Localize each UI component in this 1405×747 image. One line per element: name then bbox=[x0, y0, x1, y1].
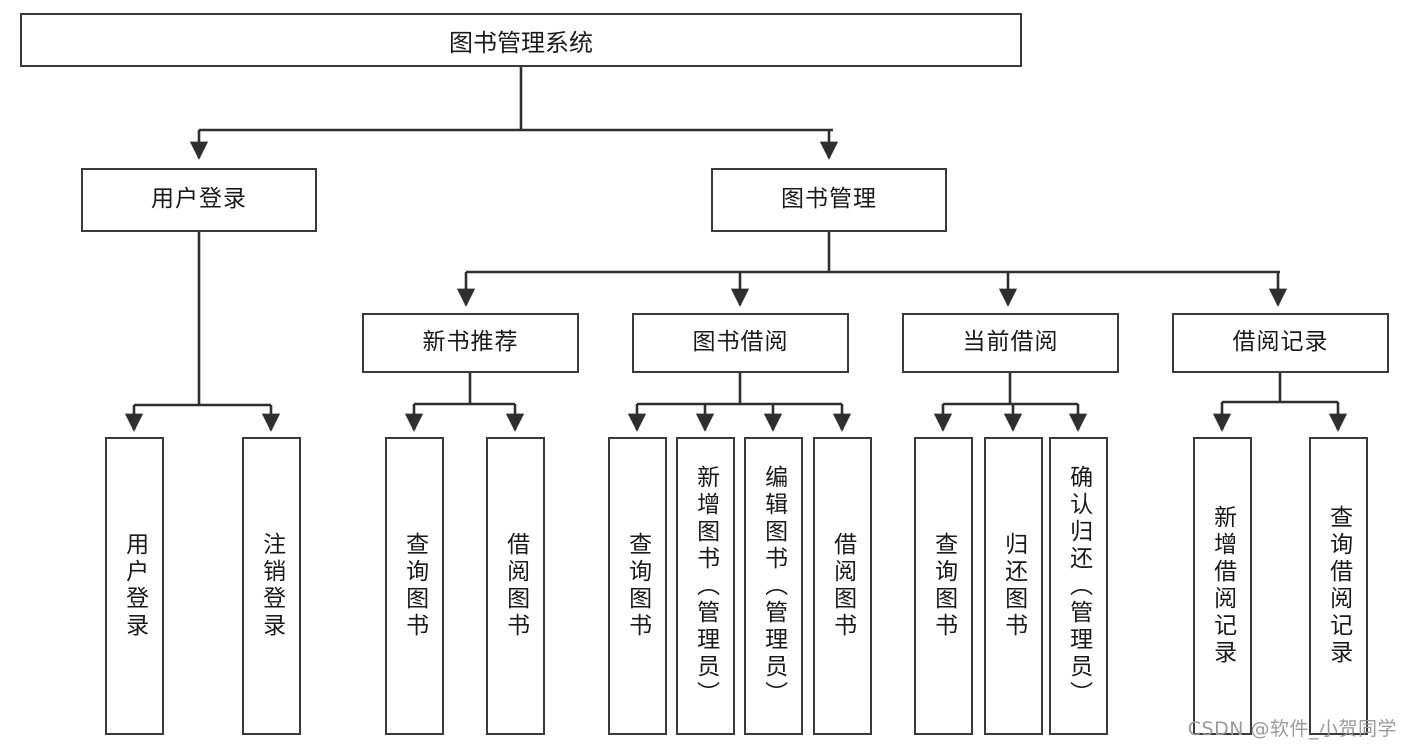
node-label: 用户登录 bbox=[151, 186, 247, 213]
leaf-borrow-borrow-book[interactable]: 借阅图书 bbox=[813, 437, 872, 735]
node-current-borrow[interactable]: 当前借阅 bbox=[902, 313, 1119, 373]
node-label: 新增图书（管理员） bbox=[692, 464, 719, 708]
node-label: 借阅图书 bbox=[502, 532, 529, 640]
node-book-management[interactable]: 图书管理 bbox=[711, 168, 947, 232]
node-label: 图书管理系统 bbox=[449, 28, 593, 57]
node-label: 查询图书 bbox=[930, 532, 957, 640]
leaf-borrow-query-book[interactable]: 查询图书 bbox=[608, 437, 667, 735]
node-book-borrow[interactable]: 图书借阅 bbox=[632, 313, 849, 373]
node-label: 图书管理 bbox=[781, 186, 877, 213]
leaf-record-query-record[interactable]: 查询借阅记录 bbox=[1309, 437, 1368, 735]
node-label: 编辑图书（管理员） bbox=[760, 464, 787, 708]
leaf-record-add-record[interactable]: 新增借阅记录 bbox=[1193, 437, 1252, 735]
node-label: 新增借阅记录 bbox=[1209, 505, 1236, 667]
leaf-recommend-borrow-book[interactable]: 借阅图书 bbox=[486, 437, 545, 735]
leaf-recommend-query-book[interactable]: 查询图书 bbox=[385, 437, 444, 735]
node-label: 借阅记录 bbox=[1232, 329, 1329, 356]
leaf-current-confirm-return[interactable]: 确认归还（管理员） bbox=[1049, 437, 1108, 735]
csdn-watermark: CSDN @软件_小贺同学 bbox=[1187, 718, 1397, 740]
leaf-borrow-add-book[interactable]: 新增图书（管理员） bbox=[676, 437, 735, 735]
node-label: 图书借阅 bbox=[692, 329, 789, 356]
node-label: 新书推荐 bbox=[422, 329, 519, 356]
node-label: 用户登录 bbox=[121, 532, 148, 640]
node-borrow-record[interactable]: 借阅记录 bbox=[1172, 313, 1389, 373]
node-label: 查询图书 bbox=[624, 532, 651, 640]
node-root-system[interactable]: 图书管理系统 bbox=[20, 13, 1022, 67]
leaf-borrow-edit-book[interactable]: 编辑图书（管理员） bbox=[744, 437, 803, 735]
node-label: 注销登录 bbox=[258, 532, 285, 640]
node-new-book-recommend[interactable]: 新书推荐 bbox=[362, 313, 579, 373]
leaf-current-return-book[interactable]: 归还图书 bbox=[984, 437, 1043, 735]
node-label: 查询图书 bbox=[401, 532, 428, 640]
node-label: 归还图书 bbox=[1000, 532, 1027, 640]
node-label: 确认归还（管理员） bbox=[1065, 464, 1092, 708]
node-label: 当前借阅 bbox=[962, 329, 1059, 356]
node-user-login[interactable]: 用户登录 bbox=[81, 168, 317, 232]
leaf-current-query-book[interactable]: 查询图书 bbox=[914, 437, 973, 735]
node-label: 借阅图书 bbox=[829, 532, 856, 640]
leaf-user-login-signin[interactable]: 用户登录 bbox=[105, 437, 164, 735]
leaf-user-login-signout[interactable]: 注销登录 bbox=[242, 437, 301, 735]
node-label: 查询借阅记录 bbox=[1325, 505, 1352, 667]
